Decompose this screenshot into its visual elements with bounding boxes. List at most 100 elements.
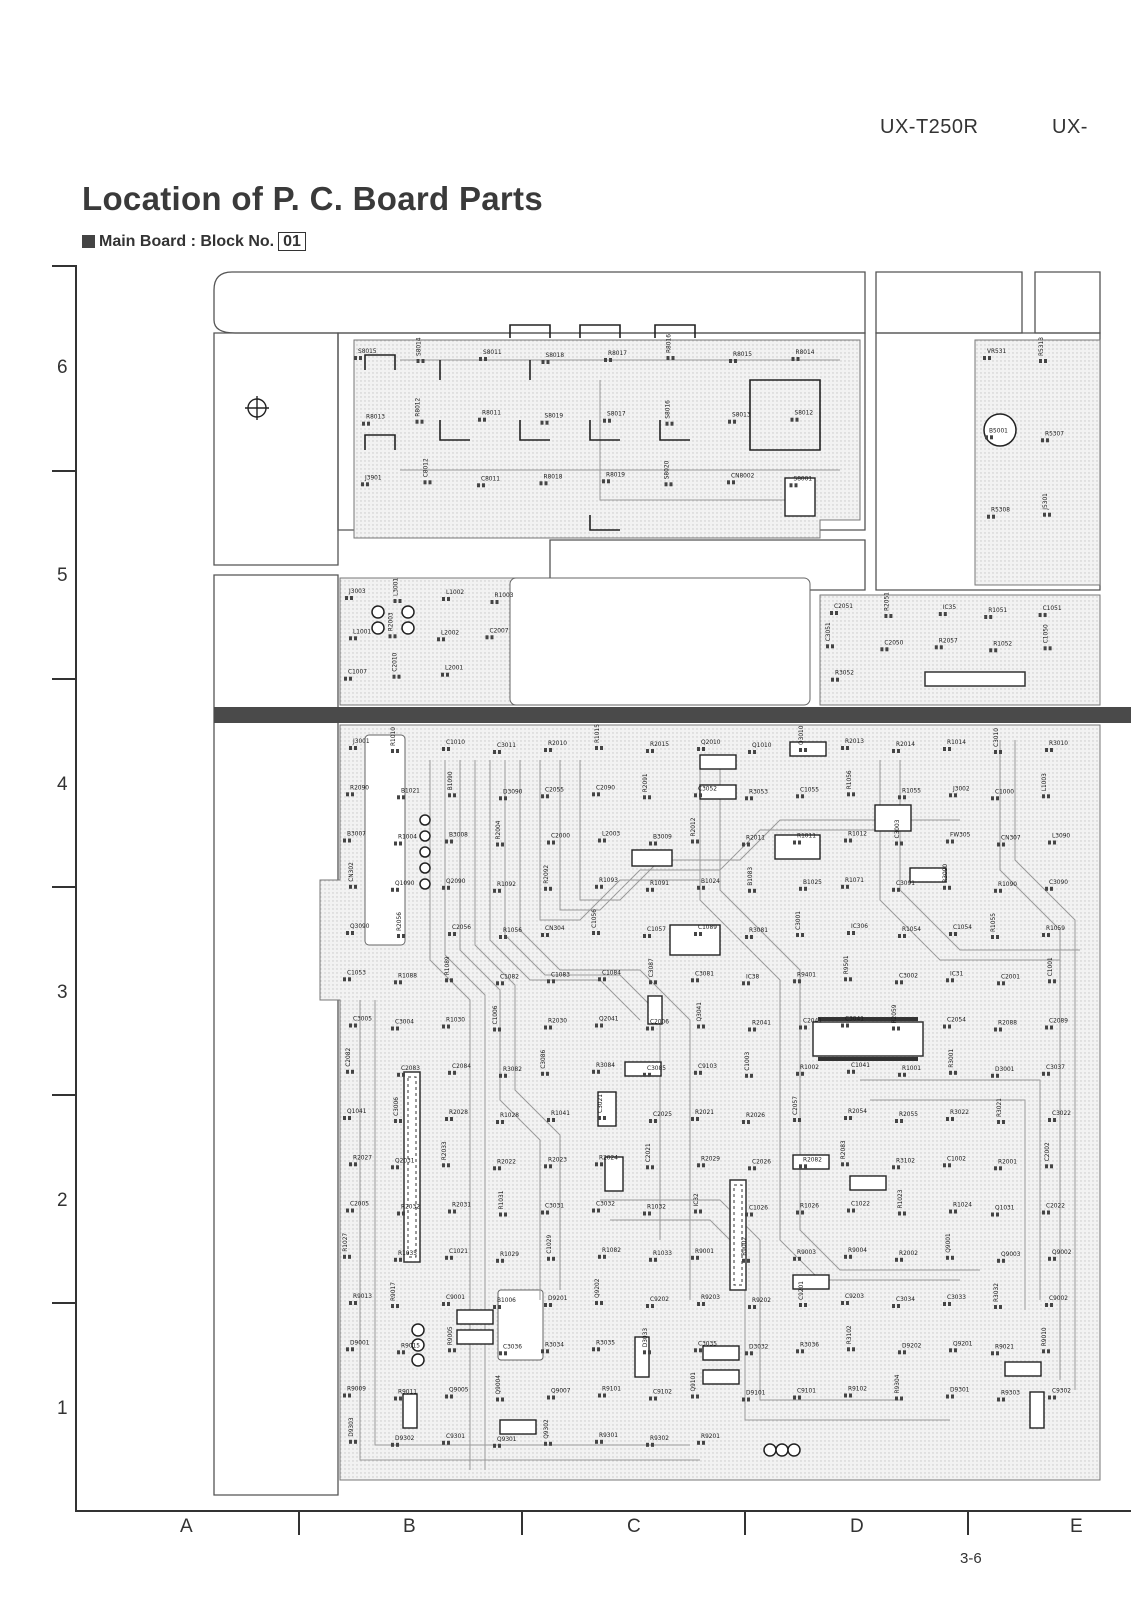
smd-pad [649, 980, 652, 985]
part-designator: R1033 [653, 1249, 672, 1257]
smd-pad [597, 792, 600, 797]
part-designator: J3001 [352, 737, 370, 745]
smd-pad [852, 1069, 855, 1074]
smd-pad [592, 1347, 595, 1352]
smd-pad [799, 1025, 802, 1030]
part-designator: R1023 [896, 1189, 904, 1208]
smd-pad [946, 839, 949, 844]
smd-pad [598, 1393, 601, 1398]
smd-pad [388, 634, 392, 639]
smd-pad [699, 1348, 702, 1353]
smd-pad [1048, 1118, 1051, 1122]
part-designator: R3021 [995, 1098, 1003, 1117]
smd-pad [999, 1305, 1002, 1309]
part-designator: C3002 [899, 971, 918, 979]
part-designator: R1056 [845, 770, 853, 789]
row-label: 4 [57, 774, 68, 795]
part-designator: CN8002 [731, 471, 755, 479]
part-designator: R2088 [998, 1019, 1017, 1027]
smd-pad [1053, 1118, 1056, 1122]
smd-pad [991, 1073, 994, 1078]
part-designator: Q9007 [551, 1387, 571, 1395]
smd-pad [654, 1119, 657, 1123]
part-designator: R2027 [353, 1153, 372, 1161]
part-designator: C2021 [644, 1143, 652, 1162]
smd-pad [732, 480, 735, 485]
smd-pad [483, 417, 486, 422]
smd-pad [448, 1209, 451, 1214]
smd-pad [799, 748, 802, 752]
smd-pad [442, 1163, 445, 1168]
smd-pad [445, 839, 448, 844]
smd-pad [1042, 1349, 1045, 1354]
smd-pad [397, 1350, 400, 1355]
part-designator: R1031 [497, 1190, 505, 1209]
part-designator: R1092 [497, 880, 516, 888]
part-designator: Q9005 [449, 1386, 469, 1394]
smd-pad [1043, 613, 1047, 617]
smd-pad [447, 597, 450, 601]
smd-pad [1038, 613, 1042, 617]
smd-pad [354, 1301, 357, 1305]
smd-pad [844, 1254, 847, 1259]
smd-pad [496, 981, 499, 986]
smd-pad [895, 1257, 898, 1262]
part-designator: C3034 [896, 1295, 915, 1303]
smd-pad [354, 884, 357, 889]
smd-pad [490, 635, 494, 640]
smd-pad [498, 750, 501, 754]
smd-pad [900, 1119, 903, 1123]
smd-pad [804, 1164, 807, 1169]
smd-pad [1053, 1395, 1056, 1400]
part-designator: C9002 [1049, 1294, 1068, 1302]
smd-pad [1045, 748, 1048, 752]
column-divider [521, 1511, 523, 1535]
smd-pad [544, 1441, 547, 1446]
part-designator: C2025 [653, 1110, 672, 1118]
part-designator: Q1041 [347, 1107, 367, 1115]
part-designator: C9202 [650, 1295, 669, 1303]
part-designator: R9101 [602, 1385, 621, 1393]
part-designator: J3002 [952, 784, 970, 792]
smd-pad [1050, 748, 1053, 752]
smd-pad [795, 417, 799, 422]
part-designator: C3091 [896, 879, 915, 887]
part-designator: R9302 [650, 1434, 669, 1442]
smd-pad [897, 749, 900, 753]
smd-pad [399, 1119, 402, 1123]
part-designator: B3007 [347, 830, 366, 838]
column-label: D [850, 1516, 864, 1537]
smd-pad [498, 1305, 501, 1309]
smd-pad [954, 1070, 957, 1075]
smd-pad [989, 615, 993, 619]
part-designator: B5001 [989, 426, 1008, 434]
smd-pad [669, 482, 673, 487]
smd-pad [609, 358, 612, 362]
smd-pad [793, 1395, 796, 1400]
part-designator: R1051 [988, 606, 1007, 614]
smd-pad [847, 931, 850, 935]
smd-pad [742, 1397, 745, 1402]
smd-pad [796, 933, 799, 937]
part-designator: R9304 [893, 1374, 901, 1393]
part-designator: Q2031 [395, 1156, 415, 1164]
part-designator: R2041 [752, 1019, 771, 1027]
smd-pad [892, 749, 895, 753]
smd-pad [398, 599, 402, 603]
smd-pad [1002, 842, 1005, 847]
smd-pad [437, 637, 440, 642]
jack-pad [371, 413, 1017, 1457]
part-designator: Q2010 [701, 738, 721, 746]
smd-pad [495, 600, 499, 604]
smd-pad [804, 1303, 807, 1307]
smd-pad [394, 1396, 397, 1401]
part-designator: S8017 [607, 410, 626, 418]
smd-pad [450, 839, 453, 844]
smd-pad [493, 1443, 496, 1448]
smd-pad [745, 1073, 748, 1078]
smd-pad [943, 1302, 946, 1306]
smd-pad [651, 1442, 654, 1447]
smd-pad [954, 1209, 957, 1214]
smd-pad [595, 884, 598, 889]
smd-pad [344, 676, 347, 681]
